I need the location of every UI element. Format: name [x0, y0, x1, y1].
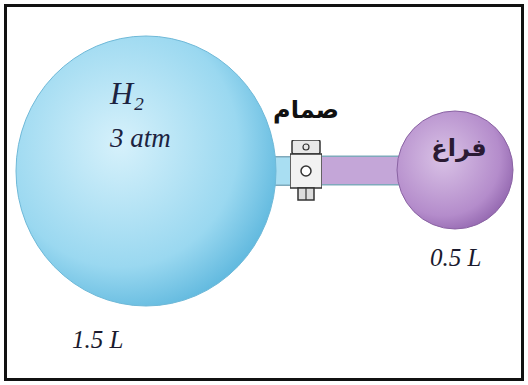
volume-label: 1.5 L [72, 326, 123, 354]
vacuum-bulb-shape [396, 110, 514, 230]
vacuum-bulb: فراغ [396, 110, 514, 230]
connecting-tube [320, 170, 408, 171]
valve: صمام [290, 140, 322, 202]
volume-label: 0.5 L [430, 244, 481, 272]
vacuum-label: فراغ [431, 134, 486, 162]
pressure-value: 3 atm [110, 123, 171, 154]
valve-label: صمام [273, 96, 339, 124]
gas-bulb-shape [15, 35, 277, 307]
gas-bulb: H₂ 3 atm [15, 35, 277, 307]
gas-formula: H₂ [110, 75, 144, 112]
valve-shape [290, 140, 322, 202]
